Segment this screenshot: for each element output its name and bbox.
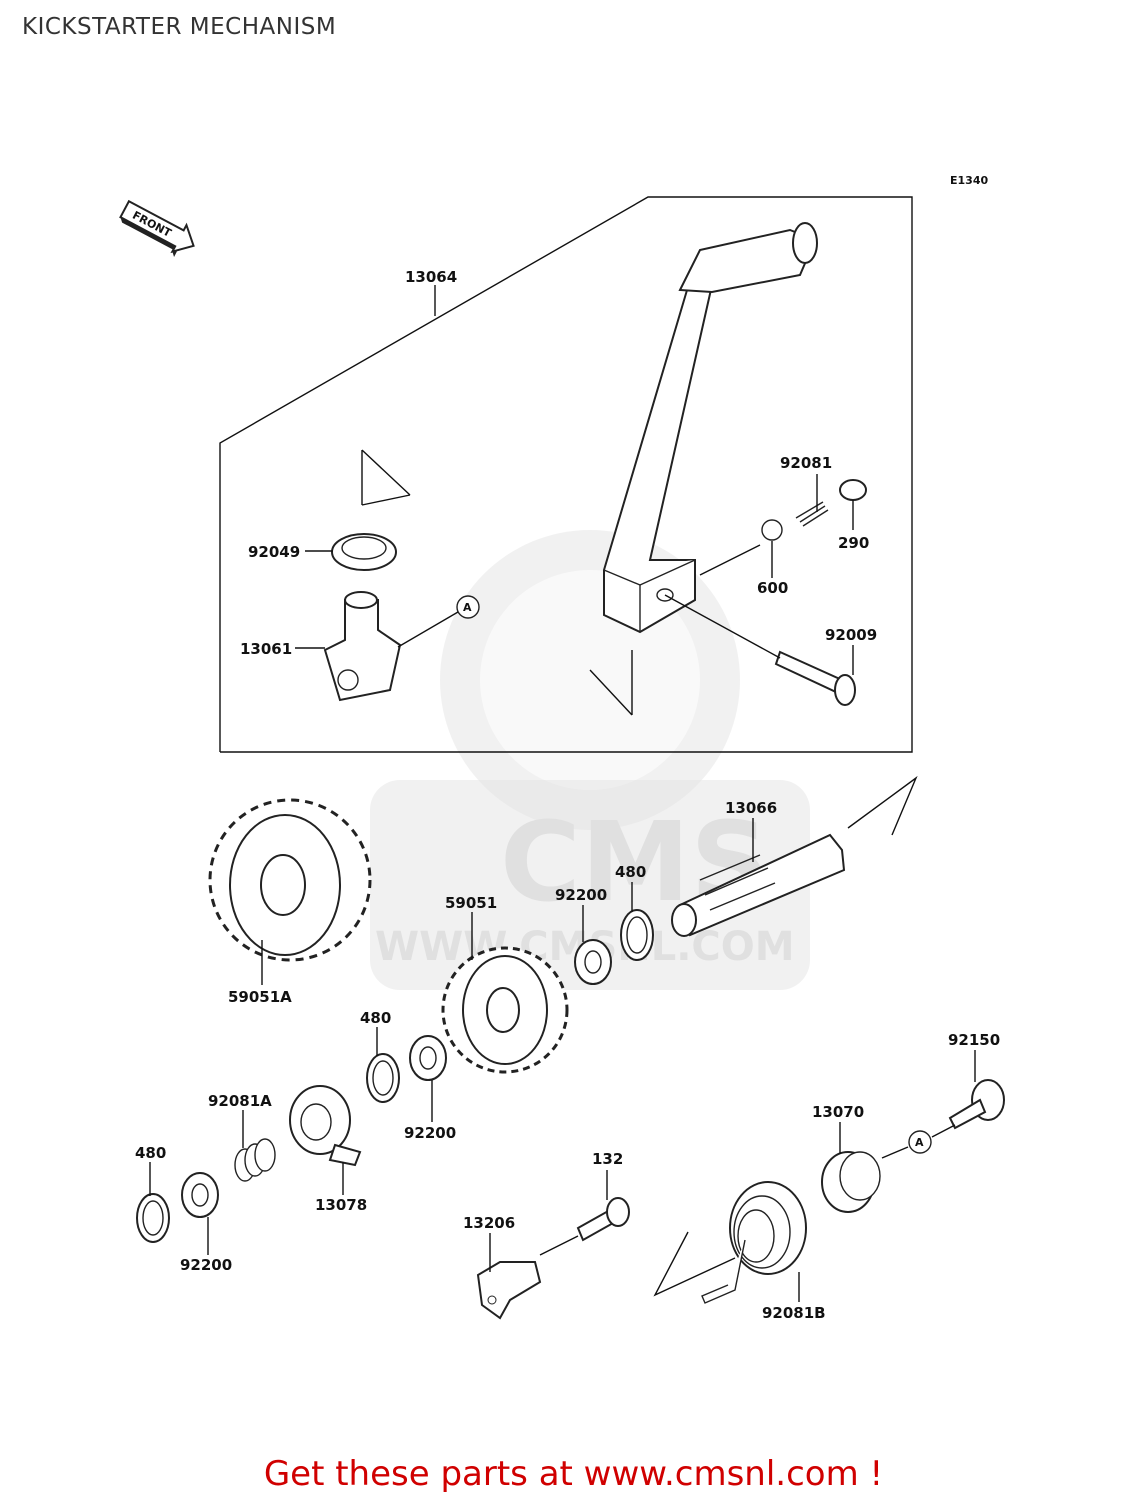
label-92150: 92150 <box>948 1031 1000 1049</box>
label-92081: 92081 <box>780 454 832 472</box>
circlip-480-b <box>366 1053 400 1103</box>
ref-marker-a-top: A <box>397 595 480 648</box>
label-92009: 92009 <box>825 626 877 644</box>
kick-pedal-lever <box>603 222 818 634</box>
promo-link[interactable]: Get these parts at www.cmsnl.com ! <box>263 1454 884 1494</box>
label-13061: 13061 <box>240 640 292 658</box>
collar-13070 <box>821 1151 881 1213</box>
washer-92200-c <box>181 1172 219 1218</box>
label-13078: 13078 <box>315 1196 367 1214</box>
pedal-guide-lines <box>589 650 633 716</box>
oil-seal <box>331 449 411 571</box>
kick-shaft <box>671 775 918 937</box>
kick-pedal-assembly-box <box>219 196 913 753</box>
detent-parts <box>699 479 867 576</box>
washer-92200-a <box>574 939 612 985</box>
label-92081B: 92081B <box>762 1304 826 1322</box>
label-92049: 92049 <box>248 543 300 561</box>
spring-92081A <box>234 1138 276 1182</box>
label-92200-a: 92200 <box>555 886 607 904</box>
leader-lines <box>149 474 976 1302</box>
spring-92081B <box>653 1181 807 1304</box>
diagram-code: E1340 <box>950 174 988 187</box>
label-13070: 13070 <box>812 1103 864 1121</box>
svg-text:A: A <box>463 601 472 614</box>
circlip-480-c <box>136 1193 170 1243</box>
label-13064: 13064 <box>405 268 457 286</box>
ref-marker-a-bottom: A <box>881 1124 956 1159</box>
cms-watermark: CMS WWW.CMSNL.COM <box>370 530 810 990</box>
label-92200-c: 92200 <box>180 1256 232 1274</box>
label-13066: 13066 <box>725 799 777 817</box>
washer-92200-b <box>409 1035 447 1081</box>
kick-boss <box>323 591 402 702</box>
label-290: 290 <box>838 534 869 552</box>
guide-13206 <box>476 1261 542 1320</box>
label-600: 600 <box>757 579 788 597</box>
gear-59051 <box>441 946 569 1074</box>
ratchet-13078 <box>289 1085 362 1167</box>
label-480-a: 480 <box>615 863 646 881</box>
label-92200-b: 92200 <box>404 1124 456 1142</box>
svg-text:A: A <box>915 1136 924 1149</box>
circlip-480-a <box>620 909 654 961</box>
gear-59051A <box>208 798 372 962</box>
front-arrow-icon: FRONT <box>119 199 195 257</box>
label-480-c: 480 <box>135 1144 166 1162</box>
label-132: 132 <box>592 1150 623 1168</box>
label-92081A: 92081A <box>208 1092 272 1110</box>
part-labels: 13064 92081 290 92049 600 13061 92009 13… <box>135 268 1000 1322</box>
label-13206: 13206 <box>463 1214 515 1232</box>
pedal-bolt <box>664 594 856 706</box>
bolt-92150 <box>948 1079 1005 1130</box>
label-480-b: 480 <box>360 1009 391 1027</box>
label-59051: 59051 <box>445 894 497 912</box>
bolt-132 <box>539 1197 630 1256</box>
page-title: KICKSTARTER MECHANISM <box>22 14 337 40</box>
label-59051A: 59051A <box>228 988 292 1006</box>
